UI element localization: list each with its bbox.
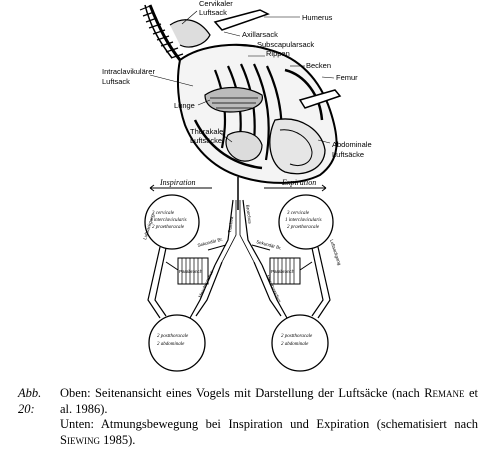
bird-side-view [139,4,342,184]
caption-line-2: Unten: Atmungsbewegung bei Inspiration u… [60,417,478,447]
caption-body: Oben: Seitenansicht eines Vogels mit Dar… [60,386,478,448]
label-left-sac-3: 2 praethoracale [152,225,185,230]
label-parabronch-right: Parabronch [271,269,295,274]
label-left-sac-1: 3 cervicale [152,211,175,216]
figure-illustration: Cervikaler Luftsack Humerus Axillarsack … [102,0,372,372]
label-abdominale-1: Abdominale [332,140,372,149]
label-left-sac-2: 1 interclavicularis [150,218,187,223]
label-left-sac-low-1: 2 postthoracale [157,334,189,339]
breathing-schematic [144,177,334,372]
label-lunge: Lunge [174,101,195,110]
label-left-sac-low-2: 2 abdominale [157,342,185,347]
label-bronchus: Bronchus [245,204,253,224]
label-right-sac-2: 1 interclavicularis [285,218,322,223]
label-subscapularsack: Subscapularsack [257,40,314,49]
label-expiration: Expiration [281,178,316,187]
label-femur: Femur [336,73,358,82]
label-right-sac-low-2: 2 abdominale [281,342,309,347]
label-luftsackgang-right: Luftsackgang [329,239,342,266]
label-humerus: Humerus [302,13,333,22]
label-becken: Becken [306,61,331,70]
label-cervikaler-1: Cervikaler [199,0,233,8]
label-right-sac-1: 3 cervicale [287,211,310,216]
figure-caption: Abb. 20: Oben: Seitenansicht eines Vogel… [18,386,478,448]
label-axillarsack: Axillarsack [242,30,278,39]
label-intraclav-2: Luftsack [102,77,130,86]
label-intraclav-1: Intraclavikulärer [102,67,155,76]
label-sekundaer-left: Sekundär Br. [197,236,223,248]
caption-label: Abb. 20: [18,386,42,416]
label-parabronch-left: Parabronch [179,269,203,274]
caption-line-1: Oben: Seitenansicht eines Vogels mit Dar… [60,386,478,416]
label-sekundaer-right: Sekundär Br. [256,239,282,251]
label-rippen: Rippen [266,49,290,58]
label-right-sac-low-1: 2 postthoracale [281,334,313,339]
label-abdominale-2: Luftsäcke [332,150,364,159]
label-thorakale-2: Luftsäcke [190,136,222,145]
label-cervikaler-2: Luftsack [199,8,227,17]
label-right-sac-3: 2 praethoracale [287,225,320,230]
label-inspiration: Inspiration [159,178,196,187]
label-trachea: Trachea [227,216,234,233]
label-thorakale-1: Thorakale [190,127,223,136]
